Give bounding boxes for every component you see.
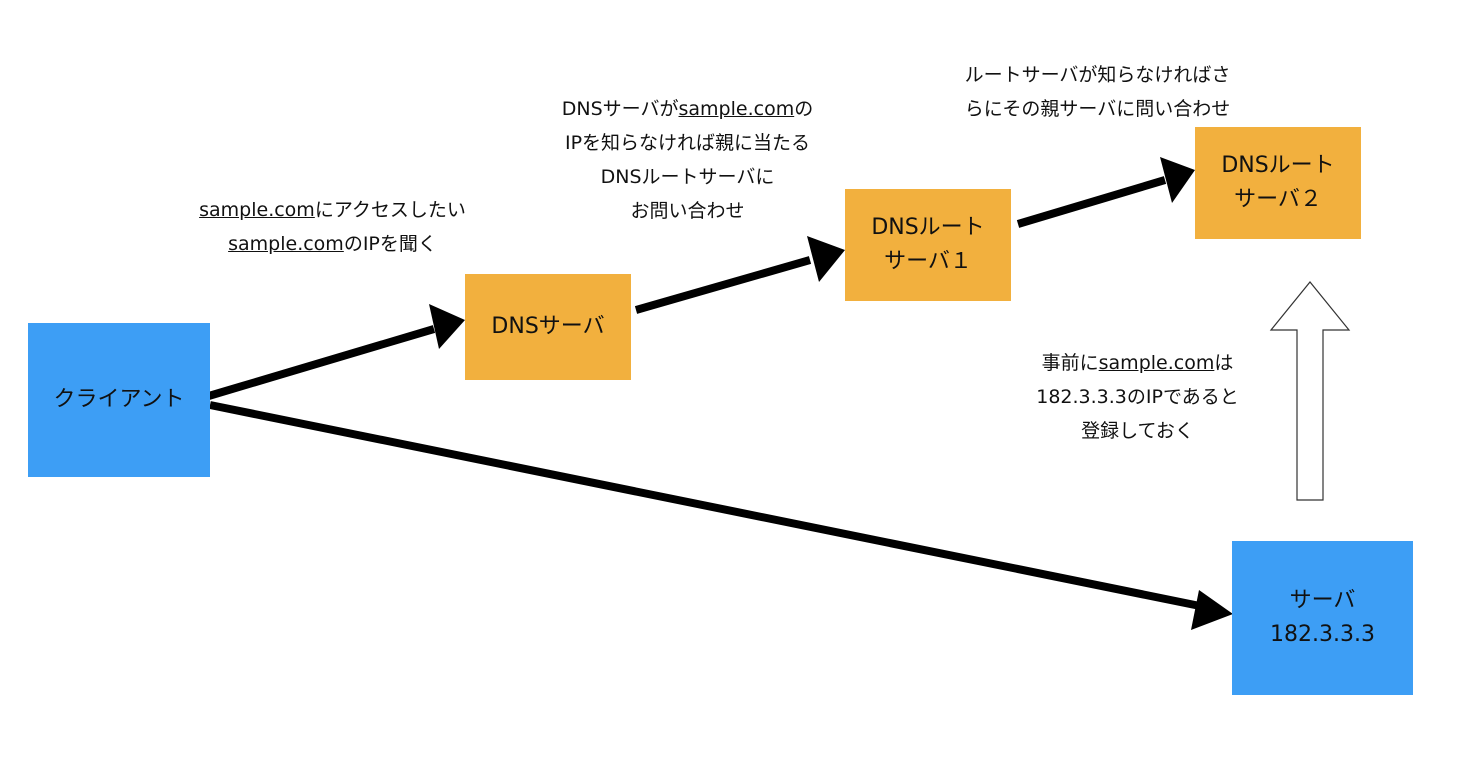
client-note-link-2: sample.com: [228, 233, 344, 255]
root-note-line1: ルートサーバが知らなければさ: [964, 64, 1231, 86]
server-label-line1: サーバ: [1289, 588, 1356, 613]
client-label: クライアント: [53, 387, 185, 412]
dns-note-line4: お問い合わせ: [630, 200, 745, 222]
dns-server-node: DNSサーバ: [465, 274, 631, 380]
register-note: 事前にsample.comは 182.3.3.3のIPであると 登録しておく: [1005, 346, 1270, 448]
dns-note-line3: DNSルートサーバに: [600, 166, 775, 188]
client-note-link-1: sample.com: [199, 199, 315, 221]
root-note-line2: らにその親サーバに問い合わせ: [964, 98, 1231, 120]
dns-root-server-1-node: DNSルート サーバ１: [845, 189, 1011, 301]
dns-note-line2: IPを知らなければ親に当たる: [564, 132, 811, 154]
client-node: クライアント: [28, 323, 210, 477]
dns-note-link: sample.com: [678, 98, 795, 120]
server-label-line2: 182.3.3.3: [1270, 622, 1375, 647]
client-note-line2: のIPを聞く: [343, 233, 437, 255]
register-note-link: sample.com: [1098, 352, 1215, 374]
dns-note-line1-post: の: [794, 98, 814, 120]
server-node: サーバ 182.3.3.3: [1232, 541, 1413, 695]
root-note: ルートサーバが知らなければさ らにその親サーバに問い合わせ: [915, 58, 1280, 126]
arrow-root1-to-root2-head: [1160, 157, 1195, 203]
register-note-line2: 182.3.3.3のIPであると: [1036, 386, 1239, 408]
dns-note: DNSサーバがsample.comの IPを知らなければ親に当たる DNSルート…: [520, 92, 855, 228]
register-note-line1-pre: 事前に: [1041, 352, 1099, 374]
dns-server-label: DNSサーバ: [491, 314, 605, 339]
arrow-client-to-dns-head: [429, 304, 465, 349]
arrow-client-to-server: [209, 401, 1201, 610]
arrow-dns-to-root1-head: [807, 236, 845, 282]
dns-note-line1-pre: DNSサーバが: [561, 98, 679, 120]
arrow-client-to-server-head: [1191, 590, 1233, 630]
arrow-server-to-root2-hollow: [1269, 281, 1351, 501]
dns-root-server-1-label-line2: サーバ１: [884, 249, 972, 274]
client-note: sample.comにアクセスしたい sample.comのIPを聞く: [160, 193, 505, 261]
arrow-dns-to-root1: [634, 256, 812, 314]
dns-root-server-2-label-line1: DNSルート: [1221, 153, 1335, 178]
register-note-line3: 登録しておく: [1081, 420, 1194, 442]
arrow-root1-to-root2: [1016, 176, 1167, 228]
dns-root-server-2-node: DNSルート サーバ２: [1195, 127, 1361, 239]
dns-root-server-2-label-line2: サーバ２: [1234, 187, 1322, 212]
dns-root-server-1-label-line1: DNSルート: [871, 215, 985, 240]
arrow-client-to-dns: [200, 325, 436, 402]
register-note-line1-post: は: [1214, 352, 1234, 374]
client-note-line1: にアクセスしたい: [314, 199, 466, 221]
